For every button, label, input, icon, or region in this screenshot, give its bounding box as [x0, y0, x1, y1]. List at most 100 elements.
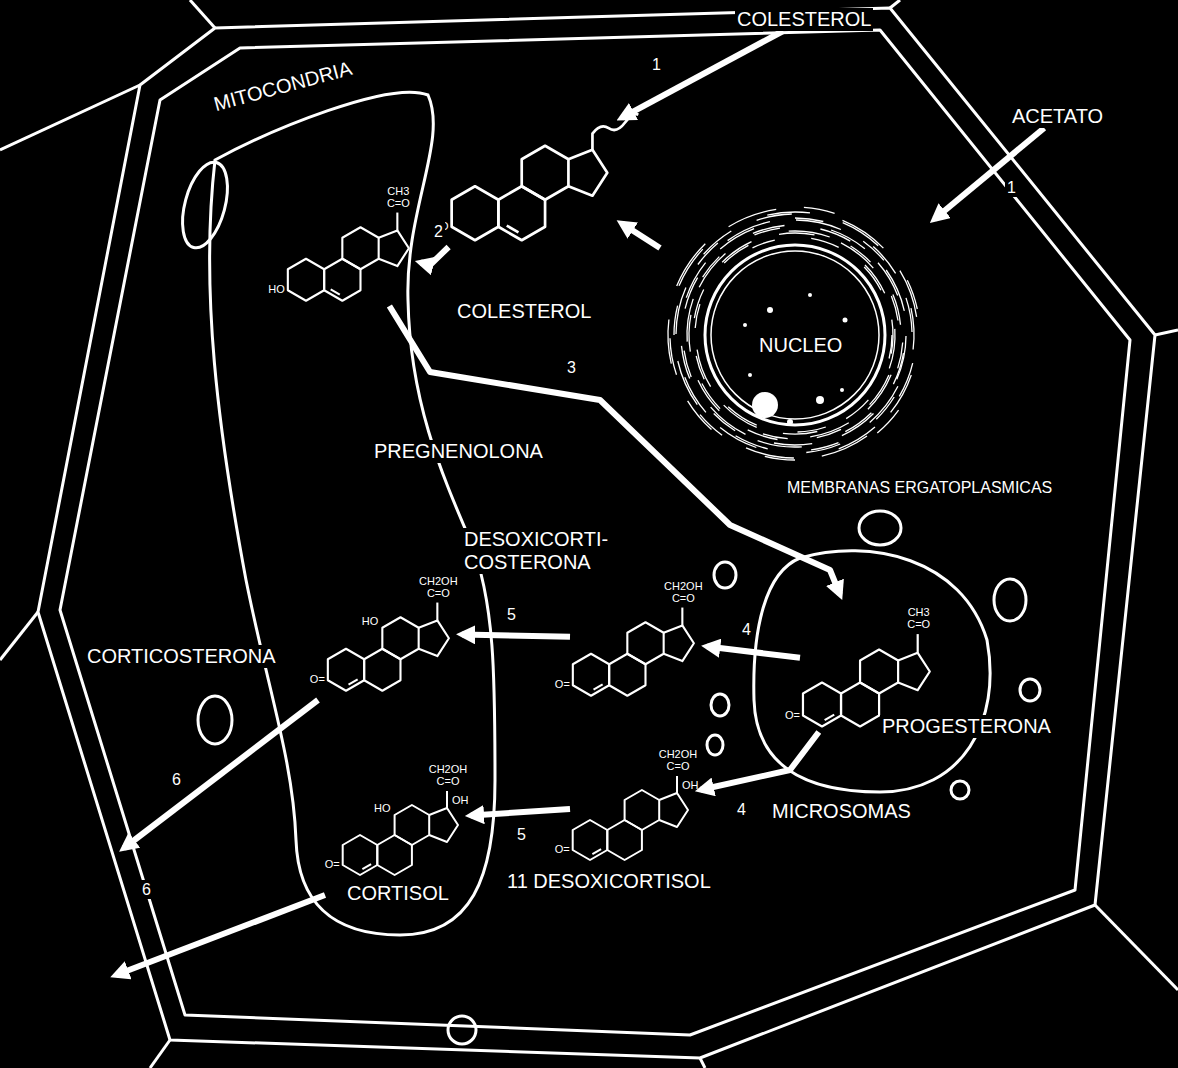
drawing-stroke [898, 653, 930, 690]
drawing-stroke [689, 315, 691, 352]
drawing-stroke [906, 298, 912, 332]
drawing-stroke [774, 443, 812, 445]
drawing-stroke [685, 377, 706, 412]
drawing-stroke [573, 820, 608, 860]
step-number: 2 [432, 222, 445, 241]
drawing-stroke [889, 335, 892, 359]
drawing-stroke [845, 413, 871, 432]
structure-label: ACETATO [1010, 105, 1105, 128]
reaction-arrow [622, 224, 660, 249]
drawing-stroke [396, 213, 398, 231]
vacuole [714, 562, 736, 588]
drawing-stroke [343, 835, 378, 875]
source-label: COLESTEROL [735, 8, 874, 31]
chemical-group: CH2OH C=O [424, 763, 472, 787]
drawing-stroke [846, 400, 868, 419]
drawing-stroke [697, 350, 711, 387]
drawing-stroke [429, 808, 458, 842]
drawing-stroke [843, 223, 879, 246]
drawing-stroke [288, 259, 324, 301]
steroid-molecule: CORTISOLCH2OH C=OHOOHO= [340, 760, 465, 880]
cell-wall [1155, 330, 1178, 335]
steroid-rings [573, 608, 694, 696]
step-number: 5 [515, 825, 528, 844]
step-number: 4 [735, 800, 748, 819]
chemical-group: HO [357, 615, 379, 627]
drawing-stroke [843, 318, 848, 323]
vacuole [711, 694, 729, 716]
drawing-stroke [685, 278, 698, 309]
drawing-stroke [722, 242, 751, 263]
structure-label: CORTISOL [345, 882, 451, 905]
drawing-stroke [419, 620, 449, 656]
drawing-stroke [729, 209, 777, 226]
drawing-stroke [452, 186, 499, 240]
drawing-stroke [767, 307, 773, 313]
drawing-stroke [594, 684, 603, 689]
step-number: 5 [505, 605, 518, 624]
mitochondrion-outline: MITOCONDRIAPREGNENOLONACH3 C=OHOCORTICOS… [190, 55, 500, 945]
nucleus-circle: NUCLEOMEMBRANAS ERGATOPLASMICAS [660, 200, 930, 470]
drawing-stroke [705, 245, 885, 425]
drawing-stroke [787, 419, 793, 425]
cell-wall [150, 1040, 170, 1068]
drawing-stroke [804, 207, 835, 213]
step-number: 1 [1005, 178, 1018, 197]
step-number: 3 [565, 358, 578, 377]
drawing-stroke [893, 294, 901, 324]
drawing-stroke [748, 373, 752, 377]
drawing-stroke [811, 443, 838, 450]
drawing-stroke [681, 608, 683, 626]
drawing-stroke [720, 229, 754, 249]
drawing-stroke [873, 247, 895, 274]
steroid-molecule: PREGNENOLONACH3 C=OHO [285, 180, 416, 306]
drawing-stroke [728, 407, 757, 426]
drawing-stroke [711, 251, 879, 419]
drawing-stroke [379, 230, 409, 266]
drawing-stroke [676, 776, 678, 793]
drawing-stroke [703, 257, 720, 278]
drawing-stroke [755, 228, 781, 235]
drawing-stroke [695, 304, 700, 328]
microsome-outline [745, 545, 1000, 800]
chemical-group: OH [451, 794, 470, 806]
structure-label: PREGNENOLONA [372, 440, 545, 463]
drawing-stroke [714, 414, 735, 431]
drawing-stroke [507, 226, 519, 233]
chemical-group: OH [681, 779, 700, 791]
drawing-stroke [841, 243, 873, 268]
drawing-stroke [625, 790, 660, 830]
drawing-stroke [704, 231, 732, 254]
drawing-stroke [763, 434, 788, 439]
drawing-stroke [568, 150, 607, 196]
drawing-stroke [659, 793, 688, 827]
steroid-rings [328, 603, 449, 691]
cell-wall [0, 85, 140, 150]
vacuole [198, 696, 232, 744]
steroid-rings [448, 85, 617, 247]
reaction-arrow [471, 809, 570, 815]
structure-label: NUCLEO [757, 334, 844, 357]
reaction-arrow [935, 128, 1045, 219]
drawing-stroke [891, 320, 893, 354]
source-label: ACETATO [1010, 105, 1106, 128]
vacuole [1020, 679, 1040, 701]
steroid-rings [288, 213, 409, 301]
step-number: 1 [650, 55, 663, 74]
chromatin-dot [743, 293, 848, 425]
steroid-molecule: DESOXICORTI- COSTERONACH2OH C=OO= [570, 575, 701, 701]
drawing-stroke [627, 622, 663, 664]
drawing-stroke [878, 263, 898, 296]
drawing-stroke [840, 388, 844, 392]
drawing-stroke [677, 244, 706, 286]
cell-wall [38, 8, 1155, 1058]
vacuole [994, 579, 1026, 621]
steroid-rings [803, 634, 930, 726]
steroid-rings [573, 776, 688, 860]
step-number: 6 [140, 880, 153, 899]
drawing-stroke [843, 220, 884, 248]
steroid-molecule: CORTICOSTERONACH2OH C=OHOO= [325, 570, 456, 696]
drawing-stroke [891, 296, 898, 321]
